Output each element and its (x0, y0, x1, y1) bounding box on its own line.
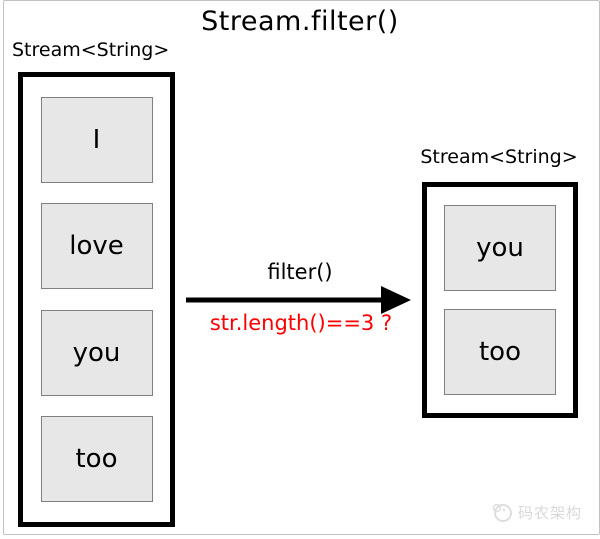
watermark: 码农架构 (491, 501, 582, 523)
watermark-text: 码农架构 (517, 503, 582, 522)
output-stream-label: Stream<String> (420, 146, 578, 168)
stream-item: you (40, 309, 153, 396)
output-stream-box: you too (422, 182, 578, 418)
filter-operation-label: filter() (267, 260, 333, 284)
stream-item: love (40, 203, 153, 290)
watermark-logo-icon (492, 503, 512, 522)
input-stream-label: Stream<String> (12, 39, 170, 61)
stream-item: you (444, 205, 556, 291)
stream-item: too (40, 415, 153, 502)
stream-item: I (40, 97, 153, 184)
filter-predicate-text: str.length()==3 ? (209, 311, 393, 335)
diagram-title: Stream.filter() (201, 6, 399, 37)
arrow-right-icon (186, 286, 411, 314)
input-stream-box: I love you too (18, 72, 175, 527)
stream-item: too (444, 309, 556, 395)
